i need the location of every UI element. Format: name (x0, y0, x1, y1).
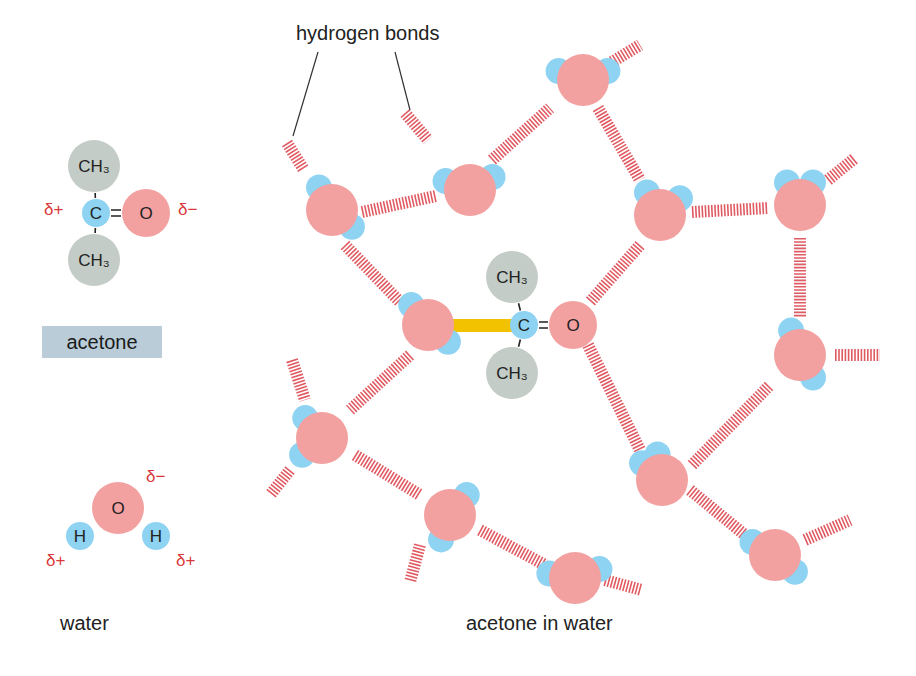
partial-charge: δ− (178, 201, 197, 220)
atom-circle: O (122, 189, 170, 237)
water-molecules (289, 54, 826, 604)
oxygen-atom (774, 179, 826, 231)
partial-charge: δ+ (176, 552, 195, 571)
hydrogen-bond (612, 45, 640, 62)
hydrogen-bond (598, 108, 640, 180)
hydrogen-bond (805, 520, 850, 540)
partial-charge: δ− (146, 468, 165, 487)
leader-lines (293, 52, 410, 136)
hydrogen-bond (362, 196, 436, 212)
hydrogen-bond (828, 158, 855, 180)
hydrogen-bond (590, 245, 640, 302)
oxygen-atom (424, 489, 476, 541)
oxygen-atom (549, 552, 601, 604)
double-bond (111, 210, 121, 216)
hydrogen-bond (287, 143, 304, 170)
hydrogen-bond (292, 360, 305, 400)
atom-circle: CH₃ (68, 140, 120, 192)
hydrogen-bond (794, 238, 806, 318)
caption-label: water (60, 612, 109, 634)
atom-symbol: H (74, 528, 86, 545)
single-bond (519, 303, 521, 310)
atom-symbol: CH₃ (78, 158, 109, 175)
oxygen-atom (634, 189, 686, 241)
atom-symbol: O (139, 205, 152, 222)
atom-circle: C (82, 199, 110, 227)
caption-label: acetone in water (466, 612, 613, 634)
hydrogen-bond (605, 580, 642, 590)
oxygen-atom (749, 529, 801, 581)
single-bond (519, 340, 521, 347)
atom-circle: O (549, 301, 597, 349)
hydrogen-bond (692, 208, 768, 212)
hydrogen-bond (345, 245, 400, 302)
double-bond (539, 322, 548, 328)
name-band: acetone (42, 326, 162, 358)
single-bond (94, 228, 96, 233)
atom-circle: CH₃ (486, 347, 538, 399)
atom-circle: H (142, 522, 170, 550)
atom-circle: C (510, 311, 538, 339)
atom-symbol: O (566, 317, 579, 334)
oxygen-atom (636, 454, 688, 506)
hydrogen-bond (405, 113, 428, 140)
partial-charge: δ+ (44, 201, 63, 220)
oxygen-atom (557, 54, 609, 106)
hydrogen-bond (270, 470, 290, 495)
hydrogen-bond (410, 545, 420, 582)
molecule-name: acetone (66, 331, 137, 354)
hydrogen-bond (692, 385, 770, 465)
hydrogen-bond-highlight (450, 319, 512, 332)
hydrogen-bond (690, 490, 745, 535)
partial-charge: δ+ (46, 552, 65, 571)
atom-symbol: CH₃ (78, 252, 109, 269)
oxygen-atom (402, 299, 454, 351)
atom-circle: CH₃ (68, 234, 120, 286)
leader-line (293, 52, 318, 136)
atom-symbol: O (111, 500, 124, 517)
atom-circle: H (66, 522, 94, 550)
oxygen-atom (444, 164, 496, 216)
oxygen-atom (296, 412, 348, 464)
hydrogen-bond (835, 349, 880, 361)
hydrogen-bond (588, 345, 640, 450)
hydrogen-bond (355, 455, 420, 495)
atom-symbol: CH₃ (496, 365, 527, 382)
hydrogen-bond (350, 355, 410, 410)
atom-symbol: CH₃ (496, 269, 527, 286)
hydrogen-bond-hatches (270, 45, 880, 590)
oxygen-atom (306, 184, 358, 236)
atom-circle: CH₃ (486, 251, 538, 303)
caption-label: hydrogen bonds (296, 22, 439, 44)
hydrogen-bond (492, 108, 550, 160)
atom-symbol: C (518, 317, 530, 334)
oxygen-atom (774, 329, 826, 381)
single-bond (94, 193, 96, 198)
atom-symbol: C (90, 205, 102, 222)
leader-line (395, 52, 410, 110)
atom-symbol: H (150, 528, 162, 545)
atom-circle: O (92, 482, 144, 534)
hydrogen-bond (480, 530, 545, 565)
